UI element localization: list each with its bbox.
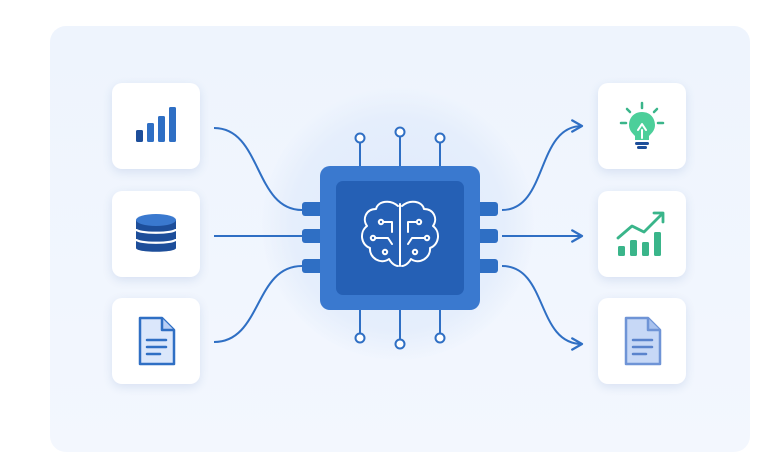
chip-side-pads: [302, 202, 498, 273]
input-card-database: [112, 191, 200, 277]
input-connector-bottom: [213, 265, 303, 343]
brain-icon: [361, 200, 439, 267]
input-card-document: [112, 298, 200, 384]
output-card-document: [598, 298, 686, 384]
bar-chart-icon: [136, 107, 176, 142]
database-icon: [134, 214, 178, 252]
document-icon: [624, 316, 662, 366]
growth-chart-icon: [616, 211, 665, 256]
chip-top-pins: [354, 126, 446, 166]
output-connector-bottom: [501, 265, 584, 351]
chip-bottom-pins: [354, 310, 446, 350]
document-icon: [138, 316, 176, 366]
input-card-bar-chart: [112, 83, 200, 169]
lightbulb-icon: [619, 101, 665, 149]
output-connector-top: [501, 119, 584, 211]
output-card-growth-chart: [598, 191, 686, 277]
output-card-lightbulb: [598, 83, 686, 169]
input-connector-top: [213, 127, 303, 211]
